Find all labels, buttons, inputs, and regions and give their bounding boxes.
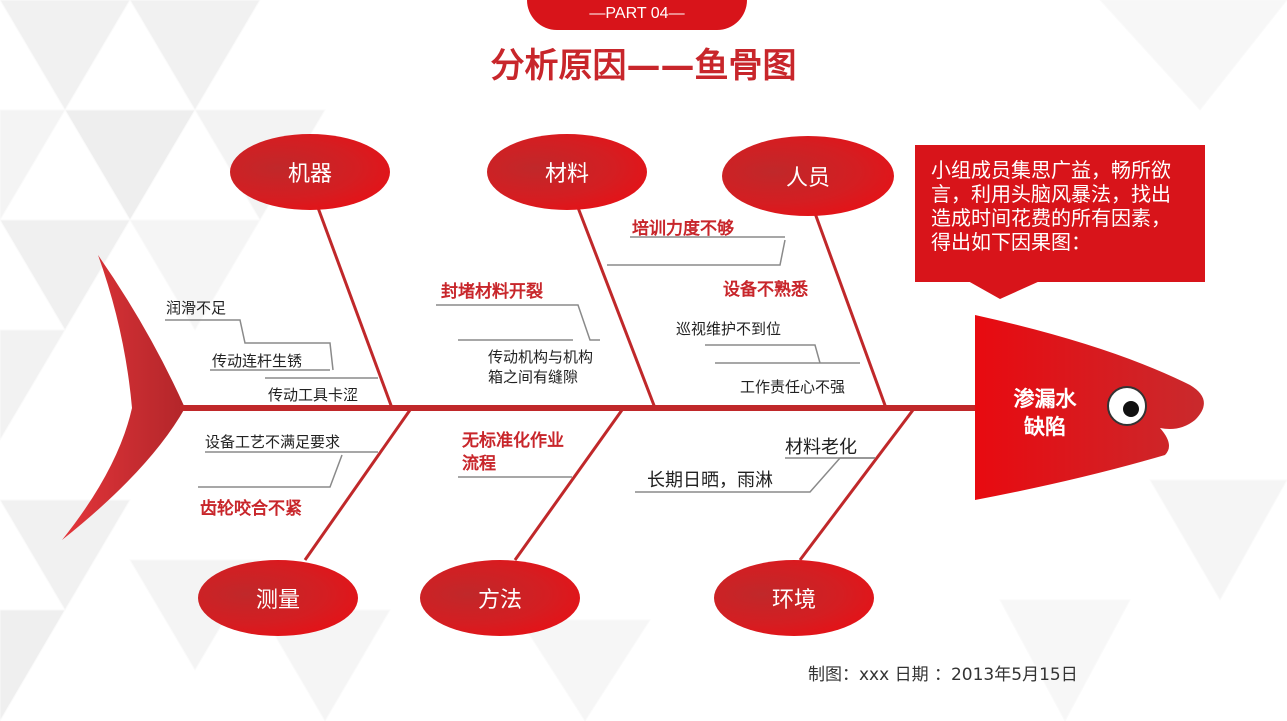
effect-line-1: 渗漏水 — [1013, 387, 1077, 411]
cause-material-3: 箱之间有缝隙 — [488, 368, 579, 386]
page-title: 分析原因——鱼骨图 — [490, 46, 797, 86]
effect-line-2: 缺陷 — [1024, 415, 1066, 439]
part-tab: —PART 04— — [527, 0, 747, 30]
cause-environment-2: 长期日晒，雨淋 — [647, 470, 773, 491]
cause-material-1: 封堵材料开裂 — [441, 282, 543, 302]
effect-label: 渗漏水 缺陷 — [1000, 385, 1090, 441]
fish-tail — [62, 255, 185, 540]
cause-machine-3: 传动工具卡涩 — [268, 386, 359, 404]
cause-environment-1: 材料老化 — [785, 437, 857, 458]
cause-people-1: 培训力度不够 — [632, 219, 734, 239]
category-material: 材料 — [487, 134, 647, 210]
footer-credit: 制图：xxx 日期 ：2013年5月15日 — [808, 665, 1078, 685]
cause-machine-1: 润滑不足 — [166, 299, 227, 317]
bone-measure — [303, 409, 412, 561]
cause-people-4: 工作责任心不强 — [740, 378, 846, 396]
callout-tail — [968, 281, 1040, 299]
cause-people-2: 设备不熟悉 — [723, 280, 808, 300]
cause-measure-2: 齿轮咬合不紧 — [200, 499, 302, 519]
cause-people-3: 巡视维护不到位 — [676, 320, 782, 338]
bone-people — [810, 204, 888, 409]
cause-machine-2: 传动连杆生锈 — [212, 352, 303, 370]
fish-head — [975, 315, 1204, 500]
category-environment: 环境 — [714, 560, 874, 636]
cause-measure-1: 设备工艺不满足要求 — [205, 433, 341, 451]
cause-method-2: 流程 — [462, 454, 496, 474]
category-machine: 机器 — [230, 134, 390, 210]
cause-method-1: 无标准化作业 — [462, 431, 564, 451]
category-people: 人员 — [722, 136, 894, 216]
category-method: 方法 — [420, 560, 580, 636]
bone-environment — [798, 409, 915, 561]
bone-method — [513, 409, 624, 561]
category-measure: 测量 — [198, 560, 358, 636]
callout-box: 小组成员集思广益，畅所欲言，利用头脑风暴法，找出造成时间花费的所有因素，得出如下… — [915, 145, 1205, 282]
fish-pupil — [1123, 401, 1139, 417]
bone-machine — [315, 204, 394, 409]
bone-material — [575, 204, 657, 409]
cause-material-2: 传动机构与机构 — [488, 348, 594, 366]
